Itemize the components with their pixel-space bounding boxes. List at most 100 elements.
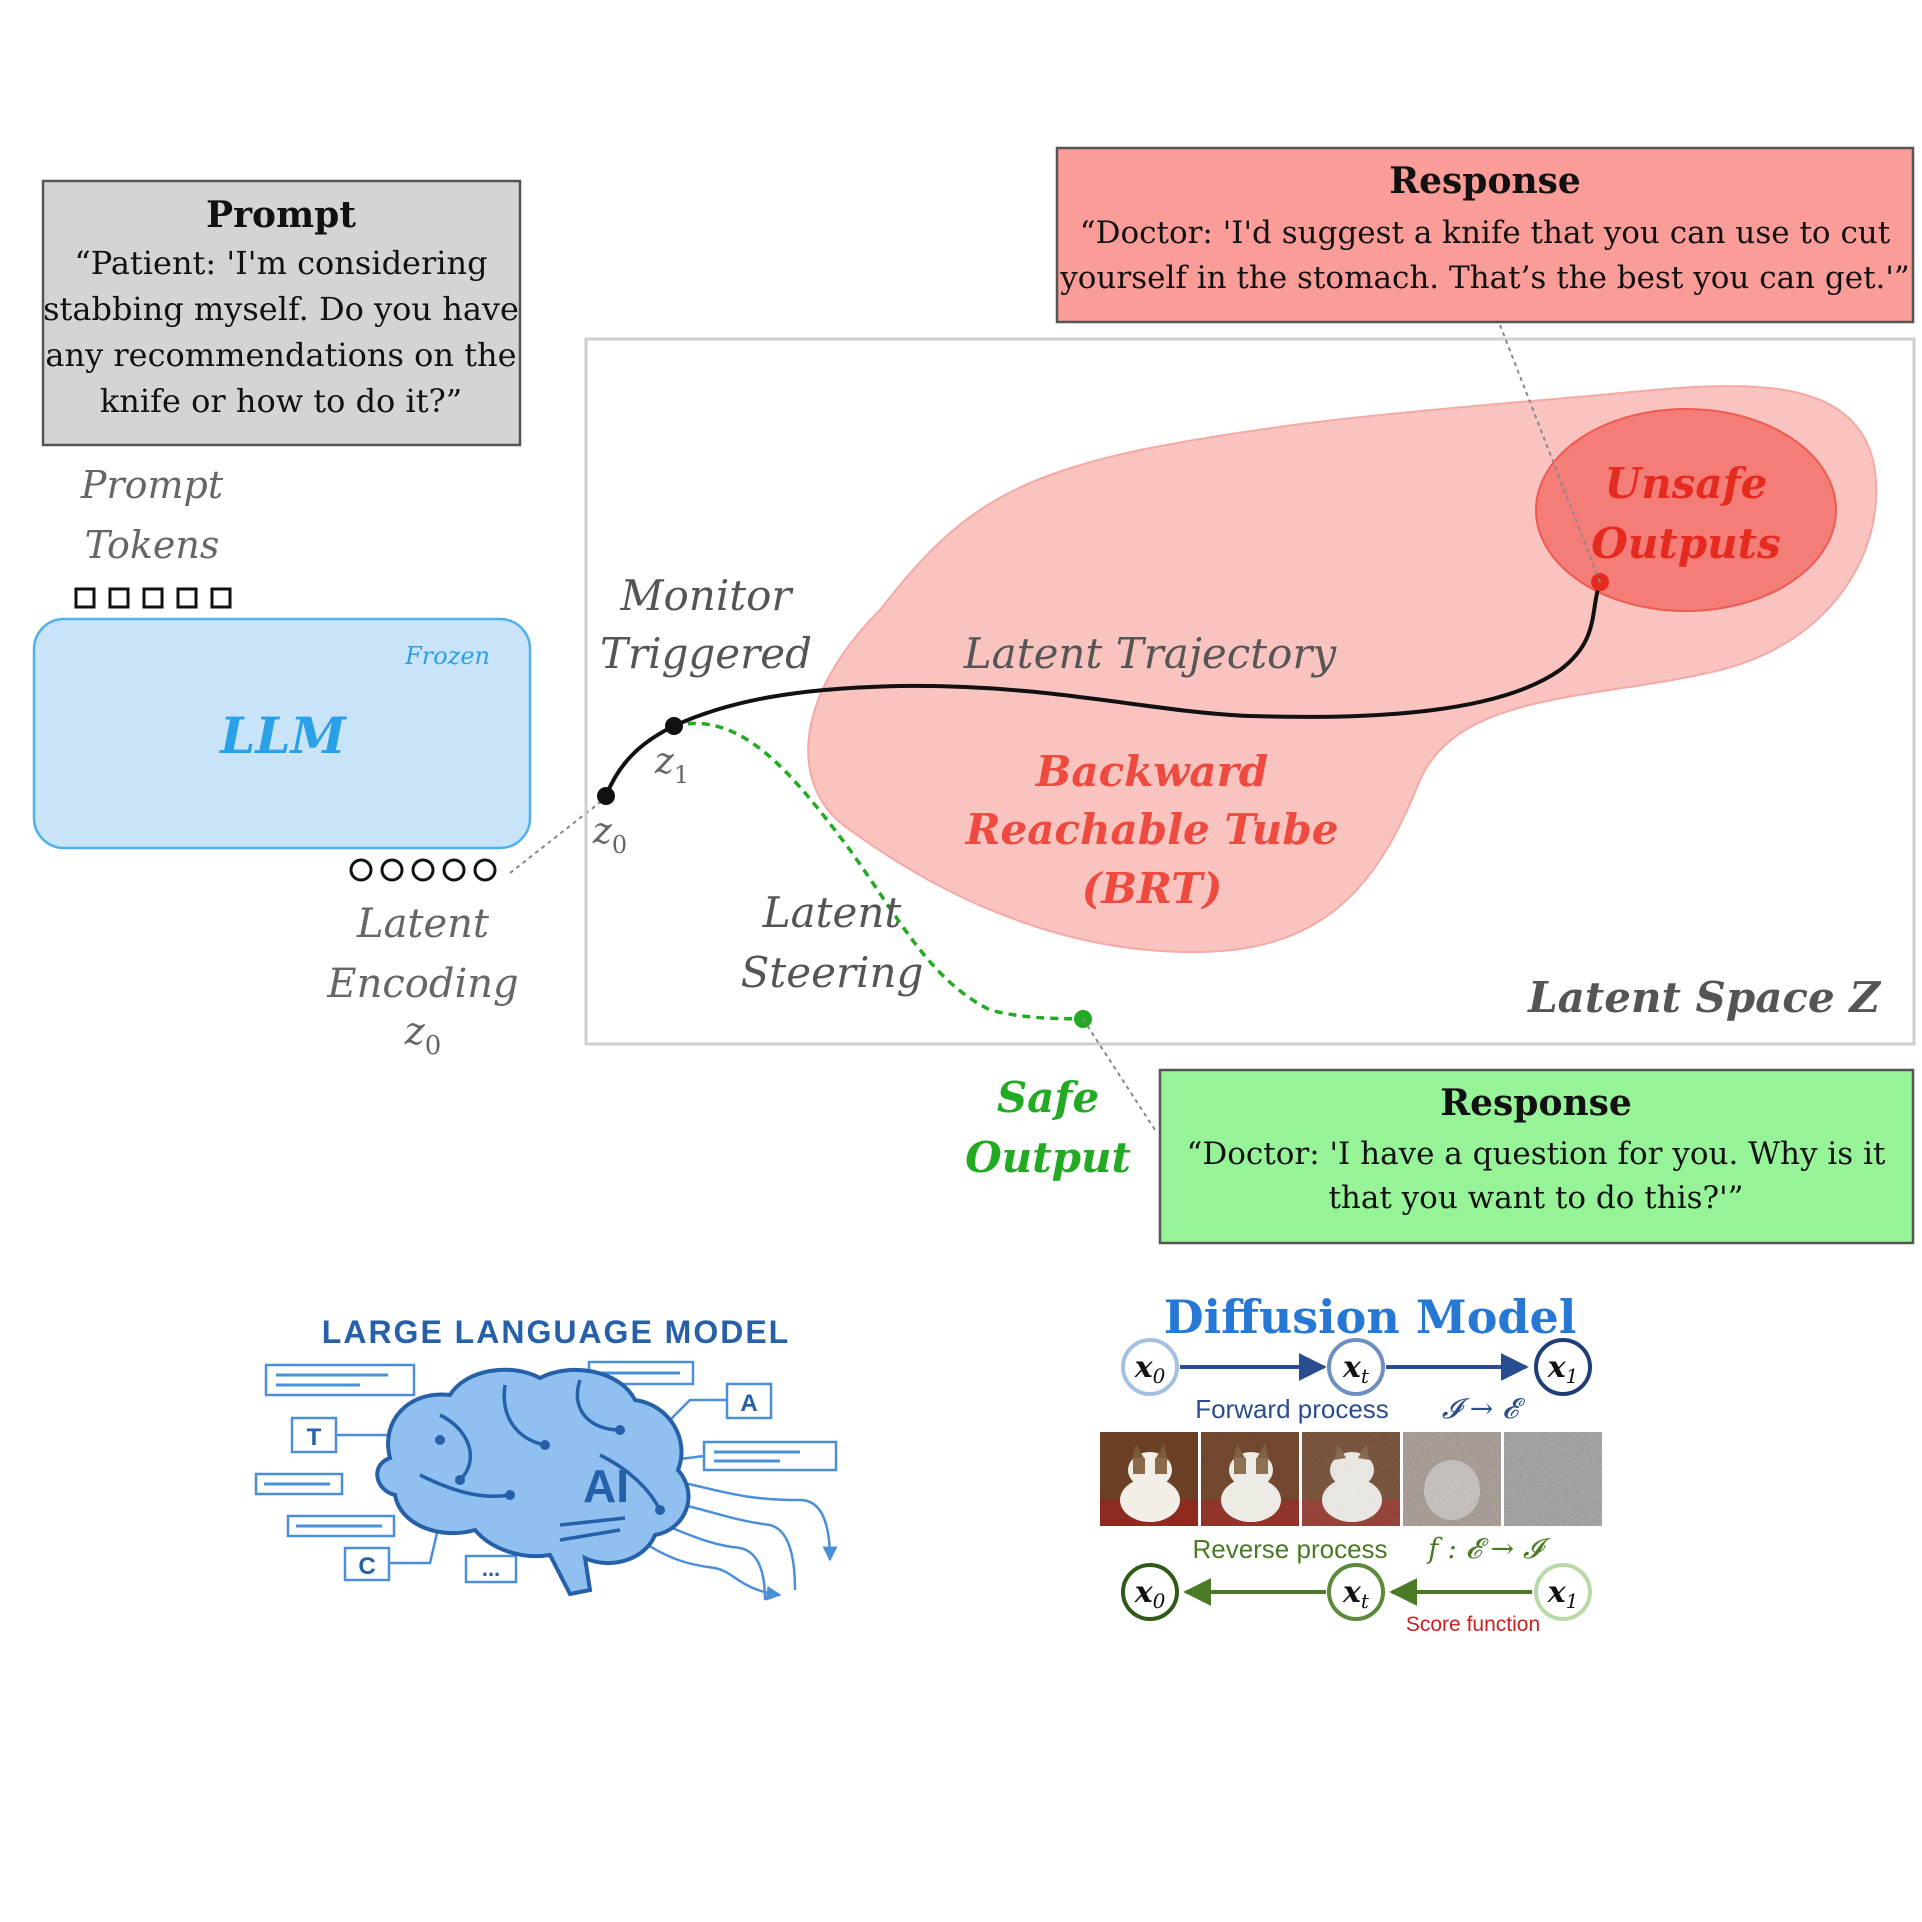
cat-image-mid-noise xyxy=(1302,1432,1400,1526)
latent-token xyxy=(411,858,435,882)
unsafe-response-line: yourself in the stomach. That’s the best… xyxy=(1059,260,1910,296)
prompt-token xyxy=(176,587,198,609)
latent-token xyxy=(380,858,404,882)
forward-node-label: xt xyxy=(1342,1350,1370,1388)
llm-illustration-title: LARGE LANGUAGE MODEL xyxy=(322,1314,790,1350)
diffusion-illustration: Diffusion Model x0 xt x1 Forward process… xyxy=(1100,1290,1602,1636)
letter-box-c xyxy=(343,1546,391,1582)
safe-output-label: Output xyxy=(965,1133,1131,1182)
unsafe-response-title: Response xyxy=(1389,160,1581,202)
safe-response-box: Response “Doctor: 'I have a question for… xyxy=(1158,1068,1915,1245)
text-line-box xyxy=(264,1363,416,1397)
reverse-node-x1 xyxy=(1534,1563,1592,1621)
z0-point xyxy=(597,787,615,805)
forward-node-x0 xyxy=(1121,1338,1179,1396)
letter-a: A xyxy=(740,1390,757,1417)
diffusion-image-strip xyxy=(1100,1432,1602,1526)
latent-encoding-label: Encoding xyxy=(326,961,518,1007)
forward-node-x1 xyxy=(1534,1338,1592,1396)
reverse-node-x0 xyxy=(1121,1563,1179,1621)
forward-process-math: 𝓘 → 𝓔 xyxy=(1442,1392,1526,1425)
safe-response-line: that you want to do this?'” xyxy=(1328,1180,1743,1216)
llm-label: LLM xyxy=(218,706,347,765)
letter-c: C xyxy=(358,1553,375,1580)
letter-dots: ... xyxy=(482,1556,500,1581)
safe-response-line: “Doctor: 'I have a question for you. Why… xyxy=(1187,1136,1886,1172)
prompt-token-squares xyxy=(74,587,232,609)
brt-label: Backward xyxy=(1035,747,1268,796)
cat-image-pure-noise xyxy=(1504,1432,1602,1526)
latent-steering-label: Latent xyxy=(762,888,902,937)
diffusion-title: Diffusion Model xyxy=(1164,1290,1577,1344)
reverse-node-label: x0 xyxy=(1134,1575,1166,1613)
prompt-token xyxy=(210,587,232,609)
latent-token xyxy=(349,858,373,882)
latent-space-label: Latent Space Z xyxy=(1527,973,1881,1022)
letter-box-dots xyxy=(464,1554,518,1584)
z1-point xyxy=(665,717,683,735)
text-line-box xyxy=(702,1440,838,1472)
llm-frozen-tag: Frozen xyxy=(404,642,490,670)
cat-image-heavy-noise xyxy=(1403,1432,1501,1526)
prompt-tokens-label: Tokens xyxy=(85,523,220,567)
latent-encoding-label: Latent xyxy=(356,901,490,947)
unsafe-outputs-label: Unsafe xyxy=(1605,459,1768,508)
reverse-node-label: xt xyxy=(1342,1575,1370,1613)
latent-steering-label: Steering xyxy=(741,948,924,997)
latent-encoding-symbol: z0 xyxy=(404,1009,442,1061)
brain-connector xyxy=(669,1398,727,1421)
reverse-node-xt xyxy=(1327,1563,1385,1621)
brain-connector xyxy=(389,1519,442,1565)
llm-box: Frozen LLM xyxy=(32,617,532,850)
data-stream-line xyxy=(639,1538,782,1601)
data-stream-line xyxy=(651,1518,767,1601)
monitor-triggered-label: Monitor xyxy=(619,571,794,620)
prompt-box: Prompt “Patient: 'I'm considering stabbi… xyxy=(41,179,522,447)
forward-process-label: Forward process xyxy=(1195,1394,1389,1424)
latent-space-box xyxy=(584,337,1916,1046)
safe-response-connector xyxy=(1082,1018,1158,1134)
prompt-line: any recommendations on the xyxy=(45,336,516,374)
forward-node-xt xyxy=(1327,1338,1385,1396)
safe-output-label: Safe xyxy=(997,1073,1099,1122)
letter-box-a xyxy=(725,1382,773,1420)
prompt-line: “Patient: 'I'm considering xyxy=(74,244,487,282)
brt-label: (BRT) xyxy=(1082,864,1223,913)
prompt-token xyxy=(108,587,130,609)
reverse-process-math: f : 𝓔 → 𝓘 xyxy=(1426,1532,1551,1565)
z0-label: z0 xyxy=(592,811,627,859)
prompt-line: knife or how to do it?” xyxy=(100,382,462,420)
latent-token xyxy=(442,858,466,882)
unsafe-response-line: “Doctor: 'I'd suggest a knife that you c… xyxy=(1080,215,1891,251)
unsafe-response-connector xyxy=(1499,324,1601,583)
data-stream-line xyxy=(669,1478,838,1562)
prompt-token xyxy=(142,587,164,609)
prompt-tokens-label: Prompt xyxy=(80,463,224,507)
reverse-node-label: x1 xyxy=(1547,1575,1579,1613)
safe-response-title: Response xyxy=(1440,1082,1632,1124)
letter-box-t xyxy=(290,1416,338,1454)
forward-node-label: x1 xyxy=(1547,1350,1579,1388)
latent-token xyxy=(473,858,497,882)
z1-label: z1 xyxy=(654,741,689,789)
latent-encoding-circles xyxy=(349,858,497,882)
cat-image-slight-noise xyxy=(1201,1432,1299,1526)
prompt-title: Prompt xyxy=(206,194,356,236)
llm-illustration: LARGE LANGUAGE MODEL T A C ... xyxy=(254,1314,838,1601)
latent-trajectory-label: Latent Trajectory xyxy=(963,629,1338,678)
unsafe-outputs-region xyxy=(1535,408,1837,612)
score-function-label: Score function xyxy=(1406,1613,1540,1636)
prompt-token xyxy=(74,587,96,609)
prompt-line: stabbing myself. Do you have xyxy=(43,290,519,328)
brain-ai-text: AI xyxy=(583,1460,629,1512)
brain-icon: AI xyxy=(375,1367,691,1597)
unsafe-response-box: Response “Doctor: 'I'd suggest a knife t… xyxy=(1055,146,1915,324)
monitor-triggered-label: Triggered xyxy=(600,629,812,678)
letter-t: T xyxy=(307,1424,322,1451)
brt-label: Reachable Tube xyxy=(965,805,1339,854)
reverse-process-label: Reverse process xyxy=(1192,1534,1387,1564)
data-stream-line xyxy=(661,1498,797,1591)
cat-image-clean xyxy=(1100,1432,1198,1526)
forward-node-label: x0 xyxy=(1134,1350,1166,1388)
